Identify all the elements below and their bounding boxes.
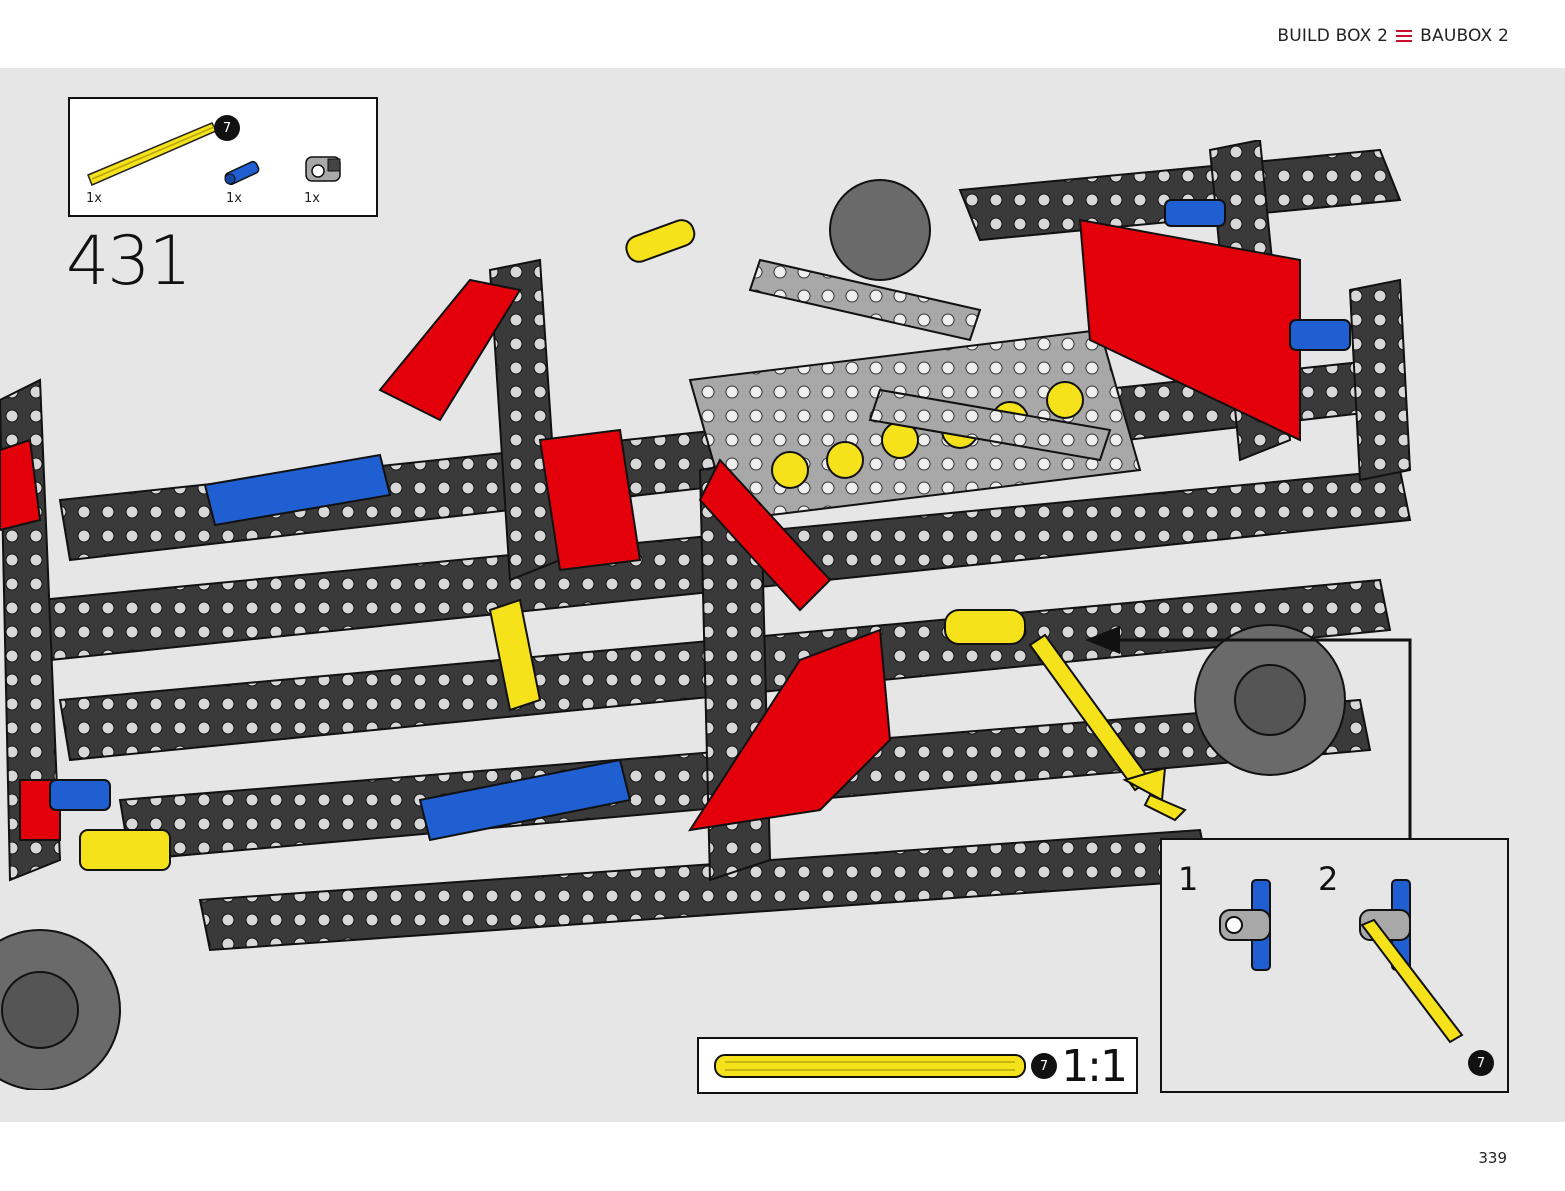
- engine-block: [688, 258, 1142, 522]
- blue-parts: [49, 199, 1351, 842]
- step-number: 431: [66, 222, 192, 301]
- callout-pointer: [1085, 626, 1412, 840]
- baubox-label: BAUBOX 2: [1420, 26, 1509, 46]
- build-box-label: BUILD BOX 2: [1277, 26, 1389, 46]
- insertion-axle: [1028, 633, 1187, 822]
- model-illustration: [0, 140, 1412, 1090]
- axle-scale-icon: [714, 1054, 1026, 1078]
- scale-reference-box: 7 1:1: [697, 1037, 1138, 1094]
- subassembly-illustration: [1219, 879, 1464, 1044]
- yellow-parts: [79, 219, 1026, 871]
- red-panels: [0, 218, 1301, 841]
- substep-1-number: 1: [1178, 860, 1199, 898]
- equals-icon: [1396, 30, 1413, 42]
- page-number: 339: [1478, 1149, 1507, 1167]
- subassembly-callout: 1 2 7: [1160, 838, 1509, 1093]
- substep-1-parts: [1219, 879, 1271, 971]
- length-badge: 7: [214, 115, 240, 141]
- pin-quantity: 1x: [226, 191, 242, 206]
- page-header: BUILD BOX 2 BAUBOX 2: [0, 0, 1565, 68]
- substep-2-number: 2: [1318, 860, 1339, 898]
- build-box-title: BUILD BOX 2 BAUBOX 2: [1277, 26, 1509, 46]
- connector-quantity: 1x: [304, 191, 320, 206]
- connector-part-icon: [305, 156, 341, 182]
- parts-list-box: 7 1x 1x 1x: [68, 97, 378, 217]
- scale-length-badge: 7: [1031, 1053, 1057, 1079]
- scale-label: 1:1: [1061, 1041, 1128, 1092]
- substep-length-badge: 7: [1468, 1050, 1494, 1076]
- pin-part-icon: [224, 160, 260, 186]
- wheel-hubs: [0, 179, 1346, 1090]
- parts-illustration: [87, 122, 341, 186]
- axle-quantity: 1x: [86, 191, 102, 206]
- substep-2-parts: [1359, 879, 1464, 1044]
